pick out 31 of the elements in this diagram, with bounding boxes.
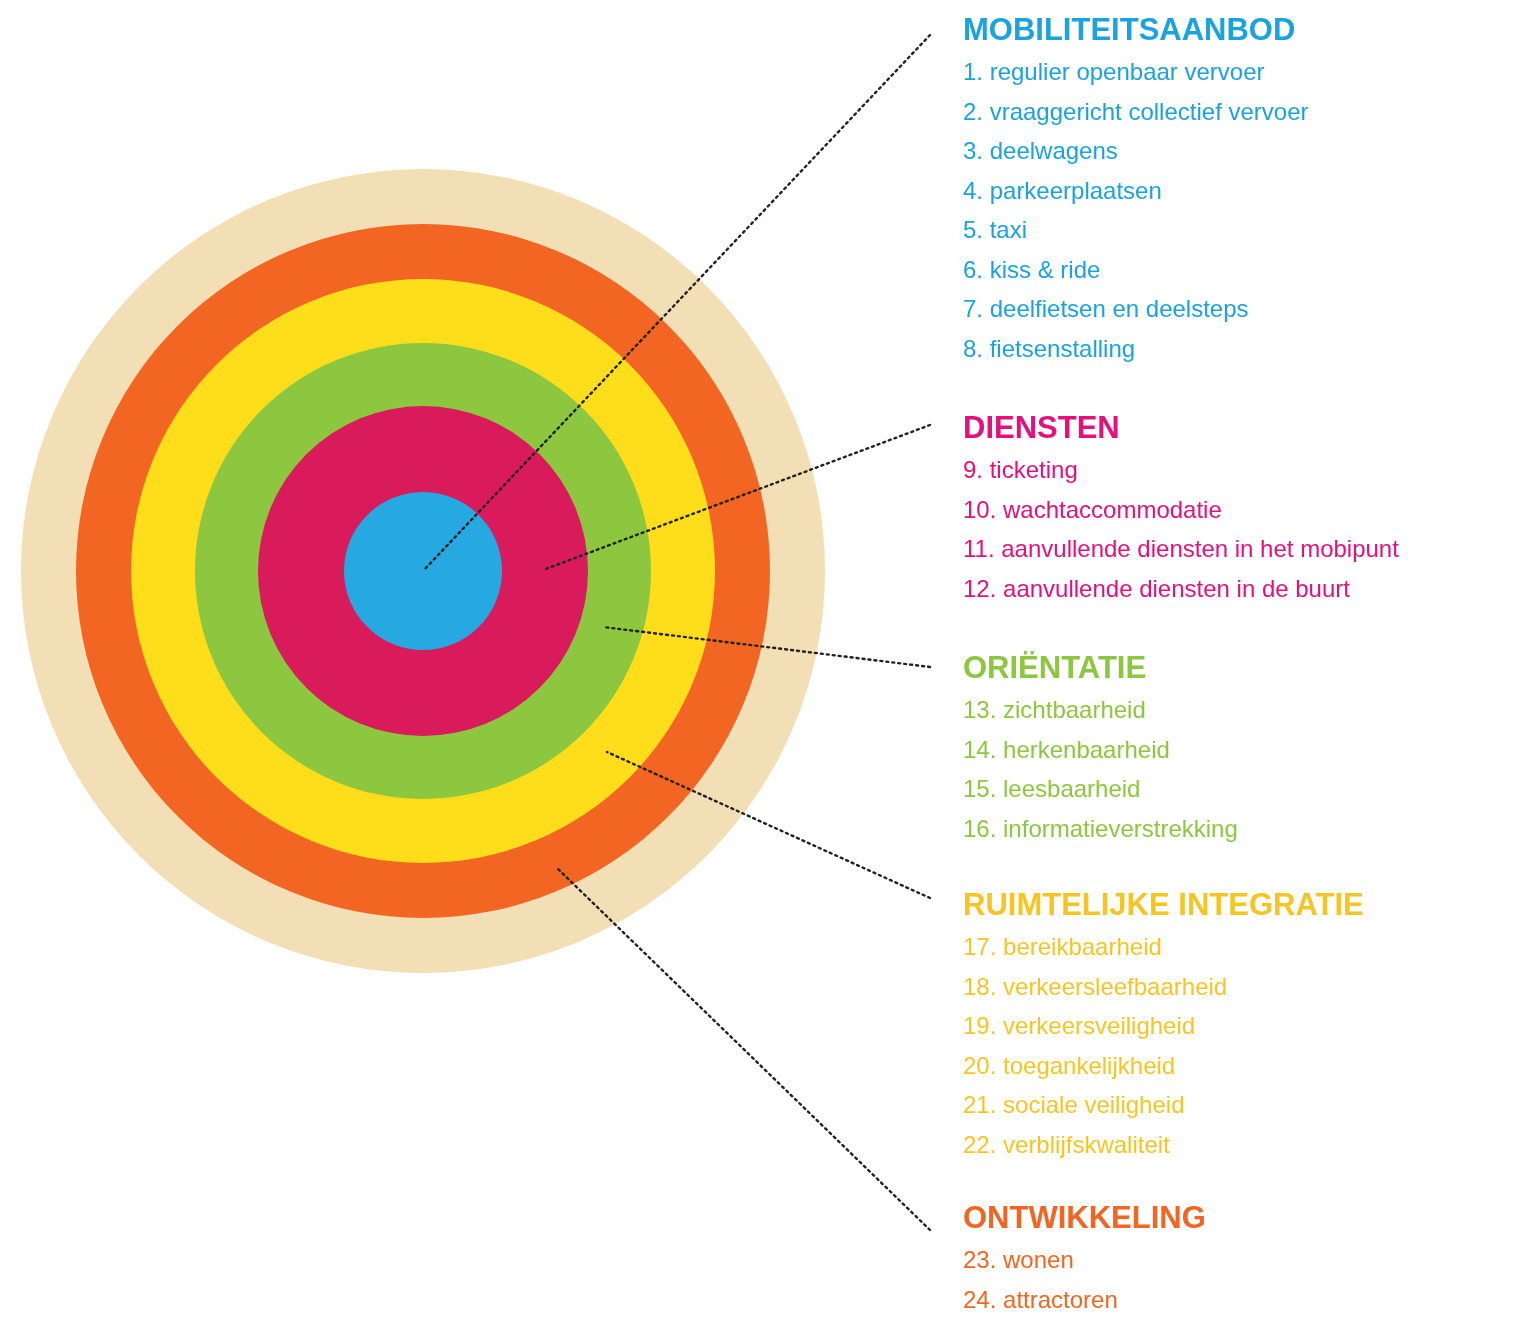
category-heading: MOBILITEITSAANBOD <box>963 11 1297 49</box>
list-item: 20. toegankelijkheid <box>963 1050 1177 1081</box>
list-item: 1. regulier openbaar vervoer <box>963 57 1266 87</box>
list-item: 4. parkeerplaatsen <box>963 175 1163 206</box>
list-item: 23. wonen <box>963 1245 1075 1275</box>
list-item: 8. fietsenstalling <box>963 333 1137 364</box>
list-item: 17. bereikbaarheid <box>963 932 1163 962</box>
list-item: 10. wachtaccommodatie <box>963 494 1223 525</box>
category-heading: ONTWIKKELING <box>963 1199 1207 1237</box>
list-item: 6. kiss & ride <box>963 254 1102 285</box>
list-item: 21. sociale veiligheid <box>963 1090 1186 1120</box>
leader-line <box>605 750 932 900</box>
list-item: 15. leesbaarheid <box>963 774 1142 804</box>
category-heading: ORIËNTATIE <box>963 649 1148 687</box>
list-item: 18. verkeersleefbaarheid <box>963 971 1229 1002</box>
list-item: 14. herkenbaarheid <box>963 734 1171 765</box>
list-item: 19. verkeersveiligheid <box>963 1011 1197 1041</box>
list-item: 7. deelfietsen en deelsteps <box>963 294 1250 324</box>
list-item: 3. deelwagens <box>963 136 1119 166</box>
list-item: 9. ticketing <box>963 455 1079 485</box>
list-item: 12. aanvullende diensten in de buurt <box>963 573 1351 604</box>
list-item: 2. vraaggericht collectief vervoer <box>963 96 1310 127</box>
list-item: 13. zichtbaarheid <box>963 695 1147 725</box>
leader-line <box>555 866 932 1232</box>
category-heading: RUIMTELIJKE INTEGRATIE <box>963 886 1365 924</box>
category-heading: DIENSTEN <box>963 409 1121 447</box>
list-item: 24. attractoren <box>963 1284 1119 1315</box>
list-item: 11. aanvullende diensten in het mobipunt <box>963 534 1400 564</box>
list-item: 16. informatieverstrekking <box>963 813 1239 844</box>
list-item: 22. verblijfskwaliteit <box>963 1129 1171 1160</box>
list-item: 5. taxi <box>963 215 1029 245</box>
